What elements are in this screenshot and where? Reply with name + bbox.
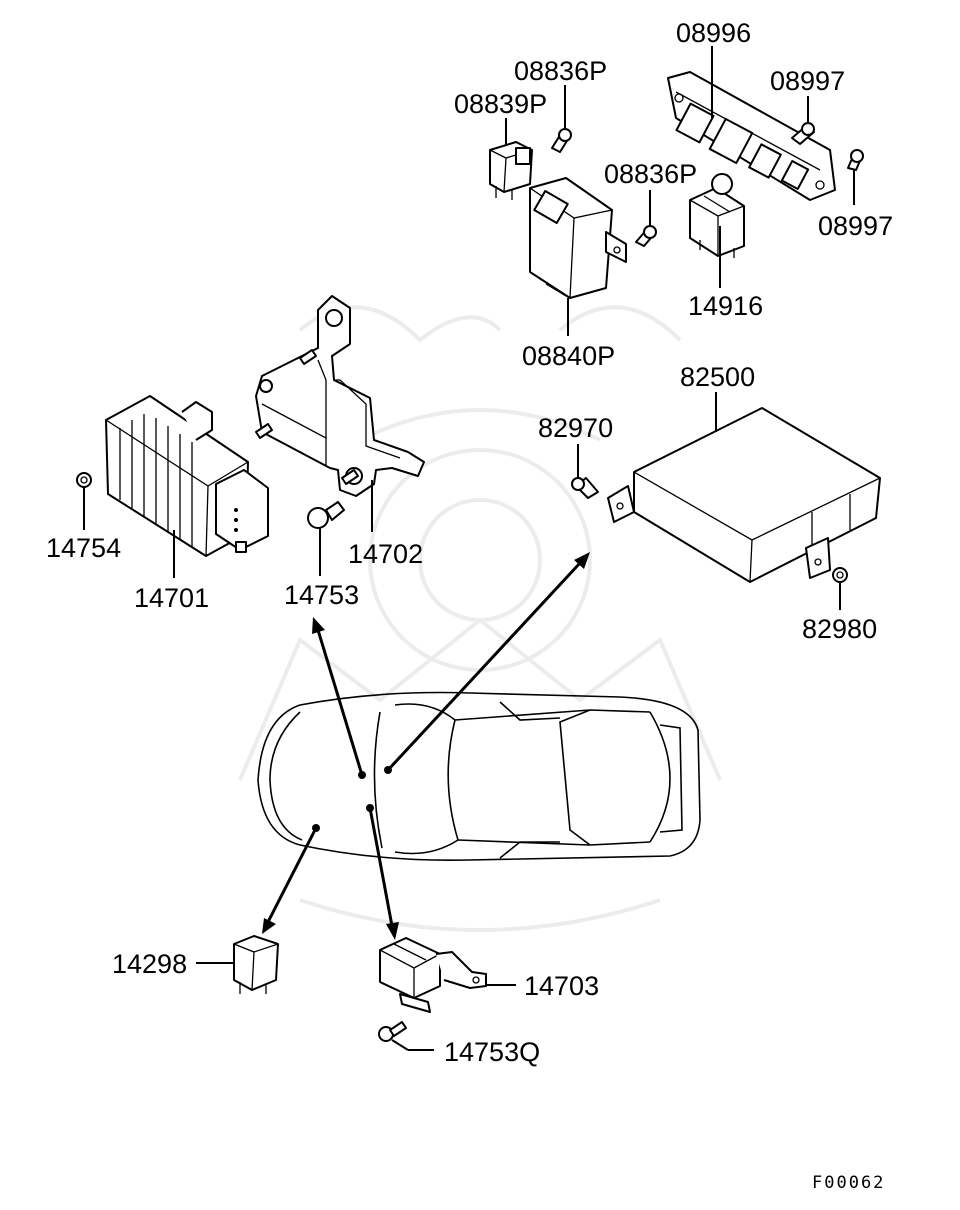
label-08836P-lower: 08836P [604, 159, 697, 189]
label-14754: 14754 [46, 533, 121, 563]
pointer-arrows [262, 552, 590, 940]
part-08997-bolt-b[interactable] [847, 149, 864, 171]
part-08996-bracket[interactable] [667, 71, 836, 201]
part-14701-module[interactable] [105, 395, 269, 557]
label-82970: 82970 [538, 413, 613, 443]
label-14703: 14703 [524, 971, 599, 1001]
part-14916-relay[interactable] [689, 173, 745, 258]
label-08996: 08996 [676, 18, 751, 48]
part-82500-ecu[interactable] [607, 407, 881, 583]
part-08836P-bolt-b[interactable] [635, 225, 657, 247]
part-14298-relay[interactable] [233, 935, 279, 994]
part-08997-bolt-a[interactable] [791, 122, 815, 145]
label-14701: 14701 [134, 583, 209, 613]
part-14754-nut[interactable] [76, 472, 92, 488]
part-82980-nut[interactable] [832, 567, 848, 583]
label-14753Q: 14753Q [444, 1037, 540, 1067]
part-08840P-control-unit[interactable] [529, 177, 627, 299]
vehicle-outline [257, 691, 701, 861]
part-14703-relay[interactable] [379, 937, 487, 1013]
part-14702-bracket[interactable] [255, 295, 425, 497]
label-14916: 14916 [688, 291, 763, 321]
label-08997-upper: 08997 [770, 66, 845, 96]
part-14753-bolt[interactable] [307, 501, 345, 529]
label-82980: 82980 [802, 614, 877, 644]
label-82500: 82500 [680, 362, 755, 392]
part-14753Q-bolt[interactable] [378, 1021, 407, 1042]
label-08997-lower: 08997 [818, 211, 893, 241]
figure-code: F00062 [812, 1173, 885, 1193]
part-82970-bolt[interactable] [571, 477, 599, 499]
part-08836P-bolt-a[interactable] [551, 128, 572, 153]
label-14298: 14298 [112, 949, 187, 979]
label-08836P-upper: 08836P [514, 56, 607, 86]
label-08839P: 08839P [454, 89, 547, 119]
label-08840P: 08840P [522, 341, 615, 371]
label-14702: 14702 [348, 539, 423, 569]
part-08839P-relay[interactable] [489, 141, 533, 200]
label-14753: 14753 [284, 580, 359, 610]
